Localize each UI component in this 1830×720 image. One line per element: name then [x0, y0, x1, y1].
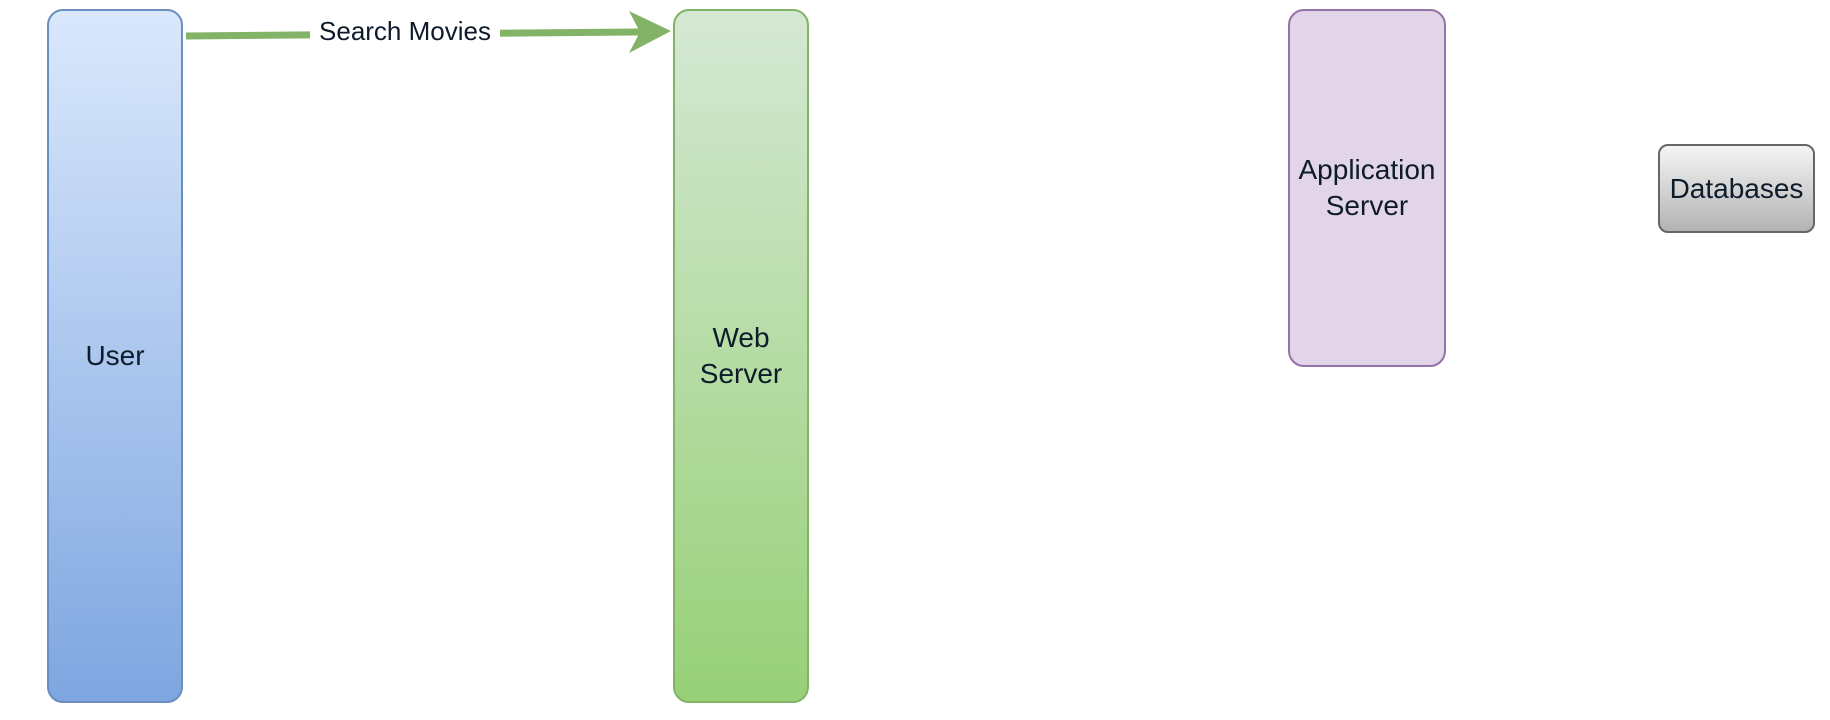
- node-databases-label: Databases: [1669, 172, 1804, 204]
- node-web-server[interactable]: Web Server: [673, 9, 809, 703]
- node-web-server-label: Web Server: [699, 322, 783, 389]
- edge-label-search-movies: Search Movies: [310, 14, 500, 48]
- node-databases[interactable]: Databases: [1658, 144, 1815, 233]
- node-user[interactable]: User: [47, 9, 183, 703]
- node-user-label: User: [85, 340, 145, 371]
- node-application-server-label: Application Server: [1298, 154, 1436, 221]
- node-application-server[interactable]: Application Server: [1288, 9, 1446, 367]
- edge-search-movies-arrowhead: [629, 11, 671, 53]
